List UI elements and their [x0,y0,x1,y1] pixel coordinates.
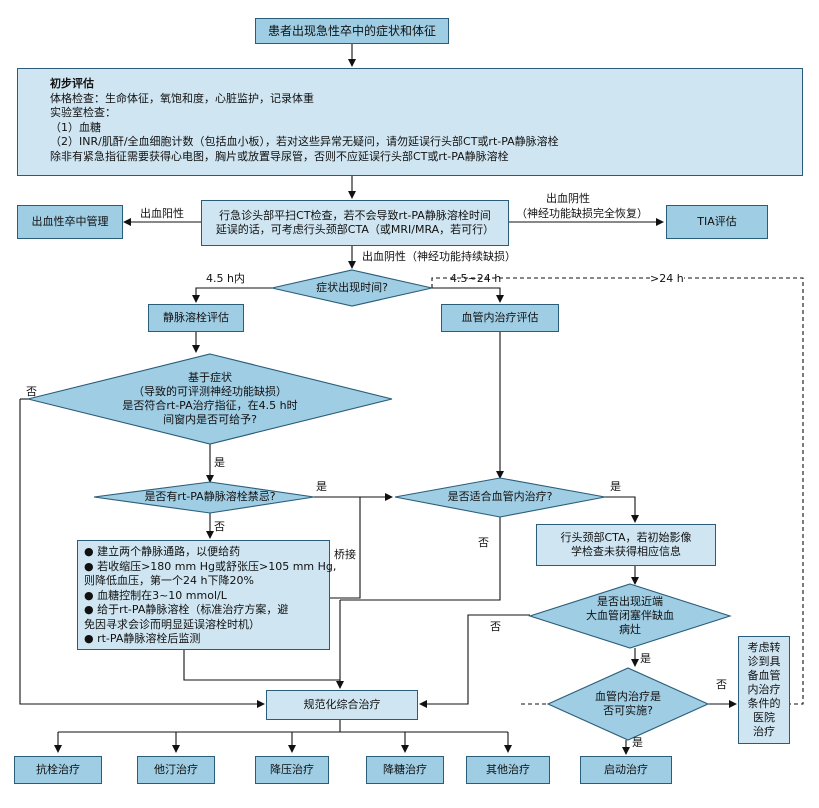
label-yes-feasible: 是 [632,736,643,749]
contraindication-text: 是否有rt-PA静脉溶栓禁忌? [144,490,276,503]
initial-line: （2）INR/肌酐/全血细胞计数（包括血小板），若对这些异常无疑问，请勿延误行头… [50,135,559,148]
label-within-4-5h: 4.5 h内 [206,272,245,285]
label-yes-endo: 是 [610,480,621,493]
other-box: 其他治疗 [466,756,550,784]
label-no-lvo: 否 [490,620,501,633]
label-neuro-recover: （神经功能缺损完全恢复） [516,207,648,220]
feasible-diamond [546,667,710,741]
glucose-box: 降糖治疗 [366,756,444,784]
label-4-5-24h: 4.5~24 h [450,272,502,285]
endo-suitable-text: 是否适合血管内治疗? [447,490,553,503]
label-no-endo: 否 [478,536,489,549]
label-hem-neg-top: 出血阴性 [546,192,590,205]
contraindication-diamond [93,481,315,514]
endo-suitable-diamond [394,477,606,518]
initial-line: 体格检查：生命体征，氧饱和度，心脏监护，记录体重 [50,91,314,105]
antithrombotic-box: 抗栓治疗 [14,756,102,784]
start-treatment-box: 启动治疗 [580,756,672,784]
label-no-feasible: 否 [716,678,727,691]
label-hem-pos: 出血阳性 [140,207,184,220]
ct-box: 行急诊头部平扫CT检查，若不会导致rt-PA静脉溶栓时间 延误的话，可考虑行头颈… [201,200,509,246]
iv-thrombolysis-eval: 静脉溶栓评估 [148,304,244,332]
label-yes-symptom: 是 [214,456,225,469]
endovascular-eval: 血管内治疗评估 [441,304,559,332]
initial-assessment-box: 初步评估 体格检查：生命体征，氧饱和度，心脏监护，记录体重 实验室检查： （1）… [17,68,803,176]
symptom-diamond [27,353,393,445]
start-node: 患者出现急性卒中的症状和体征 [255,18,449,44]
label-no-contra: 否 [214,520,225,533]
standard-treatment-box: 规范化综合治疗 [266,690,418,720]
label-over-24h: >24 h [650,272,684,286]
initial-assessment-title: 初步评估 [50,77,94,90]
onset-time-diamond [271,269,433,307]
statin-box: 他汀治疗 [137,756,215,784]
label-yes-lvo: 是 [640,652,651,665]
label-yes-contra: 是 [316,480,327,493]
feasible-text: 血管内治疗是 否可实施? [595,690,661,717]
initial-line: 实验室检查： [50,106,116,119]
tia-evaluation: TIA评估 [666,205,768,239]
onset-time-text: 症状出现时间? [316,281,388,294]
lvo-text: 是否出现近端 大血管闭塞伴缺血 病灶 [586,595,674,636]
label-hem-neg-persist: 出血阴性（神经功能持续缺损） [362,250,516,263]
label-bridge: 桥接 [334,548,356,561]
label-no-symptom: 否 [26,385,37,398]
lvo-diamond [528,583,732,649]
symptom-diamond-text: 基于症状 （导致的可评测神经功能缺损） 是否符合rt-PA治疗指征，在4.5 h… [122,371,298,426]
initial-line: （1）血糖 [50,120,101,134]
initial-line: 除非有紧急指征需要获得心电图，胸片或放置导尿管，否则不应延误行头部CT或rt-P… [50,149,509,163]
hemorrhagic-management: 出血性卒中管理 [17,205,123,239]
cta-box: 行头颈部CTA，若初始影像 学检查未获得相应信息 [536,524,716,566]
transfer-box: 考虑转 诊到具 备血管 内治疗 条件的 医院 治疗 [738,636,790,744]
bp-box: 降压治疗 [255,756,329,784]
thrombolysis-protocol-box: ● 建立两个静脉通路，以便给药 ● 若收缩压>180 mm Hg或舒张压>105… [77,540,336,650]
